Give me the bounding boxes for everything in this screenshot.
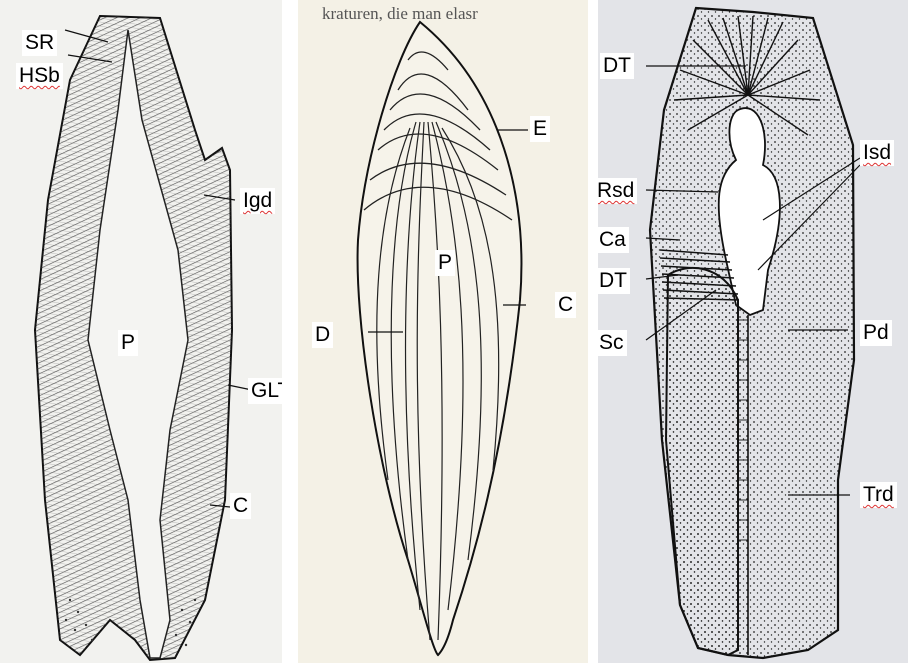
- label-glt: GLT: [248, 378, 282, 404]
- label-dt-top: DT: [600, 53, 634, 79]
- label-e: E: [530, 116, 550, 142]
- root-trunk: [666, 268, 738, 655]
- label-pd: Pd: [860, 320, 892, 346]
- label-hsb: HSb: [16, 63, 63, 89]
- label-isd: Isd: [860, 140, 894, 166]
- panel-a-tooth-section: SR HSb Igd P GLT C: [0, 0, 282, 663]
- label-sr: SR: [22, 30, 57, 56]
- panel-b-tooth-section: kraturen, die man elasr E P: [298, 0, 588, 663]
- label-p: P: [118, 330, 138, 356]
- panel-c-tooth-section: DT Isd Rsd Ca DT Sc Pd Trd: [598, 0, 908, 663]
- label-d: D: [312, 322, 333, 348]
- label-sc: Sc: [598, 330, 627, 356]
- label-p: P: [435, 250, 455, 276]
- label-igd: Igd: [240, 188, 275, 214]
- label-rsd: Rsd: [598, 178, 637, 204]
- label-trd: Trd: [860, 482, 897, 508]
- label-c: C: [555, 292, 576, 318]
- label-dt-mid: DT: [598, 268, 630, 294]
- panel-b-drawing: [298, 0, 588, 663]
- panel-a-drawing: [0, 0, 282, 663]
- label-c: C: [230, 493, 251, 519]
- label-ca: Ca: [598, 227, 629, 253]
